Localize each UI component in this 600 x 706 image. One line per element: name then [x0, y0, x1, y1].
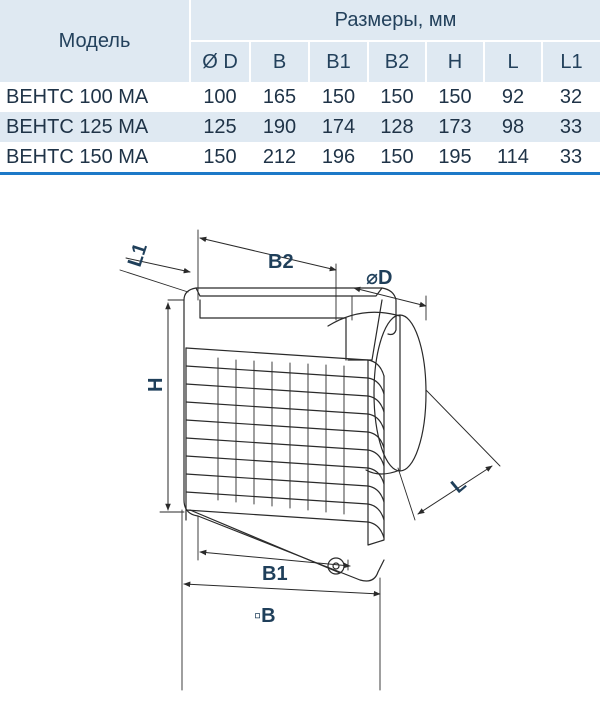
label-b1: B1 — [262, 563, 288, 585]
value-cell: 196 — [309, 142, 368, 175]
extension-lines — [119, 229, 501, 691]
label-d: ⌀D — [366, 267, 392, 289]
value-cell: 128 — [368, 112, 426, 142]
inner-grille — [217, 357, 345, 515]
value-cell: 150 — [368, 142, 426, 175]
column-header-l: L — [483, 40, 542, 82]
column-header-h: H — [425, 40, 484, 82]
value-cell: 150 — [438, 85, 472, 108]
model-header: Модель — [0, 0, 190, 82]
model-cell: ВЕНТС 125 МА — [0, 112, 190, 142]
table-row: ВЕНТС 125 МА 125 190 174 128 173 98 33 — [0, 112, 600, 142]
value-cell: 92 — [501, 85, 525, 108]
table-row: ВЕНТС 150 МА 150 212 196 150 195 114 33 — [0, 142, 600, 175]
column-header-l1: L1 — [540, 40, 600, 82]
label-b: ▫B — [254, 605, 276, 627]
column-header-d: Ø D — [189, 40, 250, 82]
model-cell: ВЕНТС 150 МА — [0, 142, 190, 175]
column-header-b1: B1 — [308, 40, 368, 82]
value-cell: 195 — [426, 142, 484, 175]
label-b2: B2 — [268, 251, 294, 273]
value-cell: 100 — [203, 85, 237, 108]
dimensions-table: Модель Размеры, мм Ø D B B1 B2 H L L1 ВЕ… — [0, 0, 600, 175]
dimension-labels: L1 B2 ⌀D H L B1 ▫B — [124, 241, 471, 627]
value-cell: 33 — [542, 142, 600, 175]
table-row: ВЕНТС 100 МА 100 165 150 150 150 92 32 — [0, 82, 600, 112]
value-cell: 98 — [484, 112, 542, 142]
label-l1: L1 — [124, 241, 152, 270]
value-cell: 150 — [190, 142, 250, 175]
value-cell: 174 — [309, 112, 368, 142]
value-cell: 32 — [559, 85, 583, 108]
value-cell: 125 — [190, 112, 250, 142]
louvre-blades — [185, 347, 385, 546]
value-cell: 173 — [426, 112, 484, 142]
value-cell: 212 — [250, 142, 309, 175]
value-cell: 150 — [321, 85, 356, 108]
value-cell: 165 — [262, 85, 297, 108]
fan-dimension-drawing: L1 B2 ⌀D H L B1 ▫B — [119, 229, 501, 691]
label-l: L — [447, 473, 471, 498]
dimensions-group-header: Размеры, мм — [188, 0, 600, 41]
column-header-b2: B2 — [367, 40, 426, 82]
dimension-lines — [125, 236, 493, 597]
label-h: H — [145, 378, 167, 392]
duct-cylinder — [327, 311, 427, 475]
value-cell: 150 — [380, 85, 414, 108]
column-header-b: B — [249, 40, 309, 82]
value-cell: 190 — [250, 112, 309, 142]
value-cell: 33 — [542, 112, 600, 142]
model-cell: ВЕНТС 100 МА — [6, 85, 149, 108]
value-cell: 114 — [484, 142, 542, 175]
